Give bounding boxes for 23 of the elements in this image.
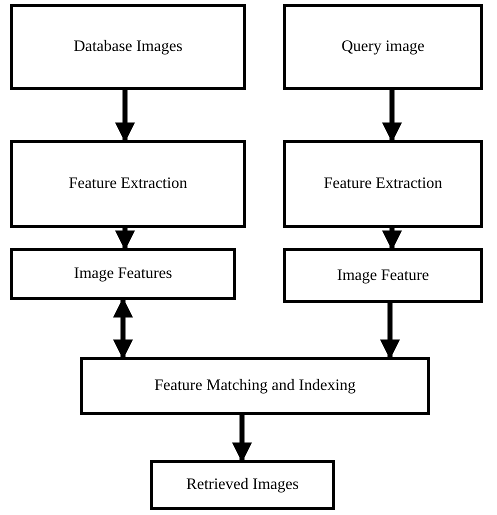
arrow [232,415,252,462]
box-label: Feature Extraction [324,174,442,194]
process-box [283,4,483,90]
arrow [113,298,133,360]
box-label: Image Features [74,264,172,284]
process-box [150,460,335,510]
process-box [80,357,430,415]
box-label: Image Feature [337,266,429,286]
arrow [380,303,400,360]
process-box [283,248,483,303]
arrow [382,90,402,142]
box-label: Feature Matching and Indexing [154,376,356,396]
arrow [382,228,402,250]
box-label: Feature Extraction [68,174,188,194]
box-label: Query image [341,37,425,57]
process-box [10,140,246,228]
process-box [10,4,246,90]
box-label: Database Images [74,37,182,57]
box-label: Retrieved Images [186,475,299,495]
process-box [10,248,236,300]
arrow [115,228,135,250]
process-box [283,140,483,228]
arrow [115,90,135,142]
